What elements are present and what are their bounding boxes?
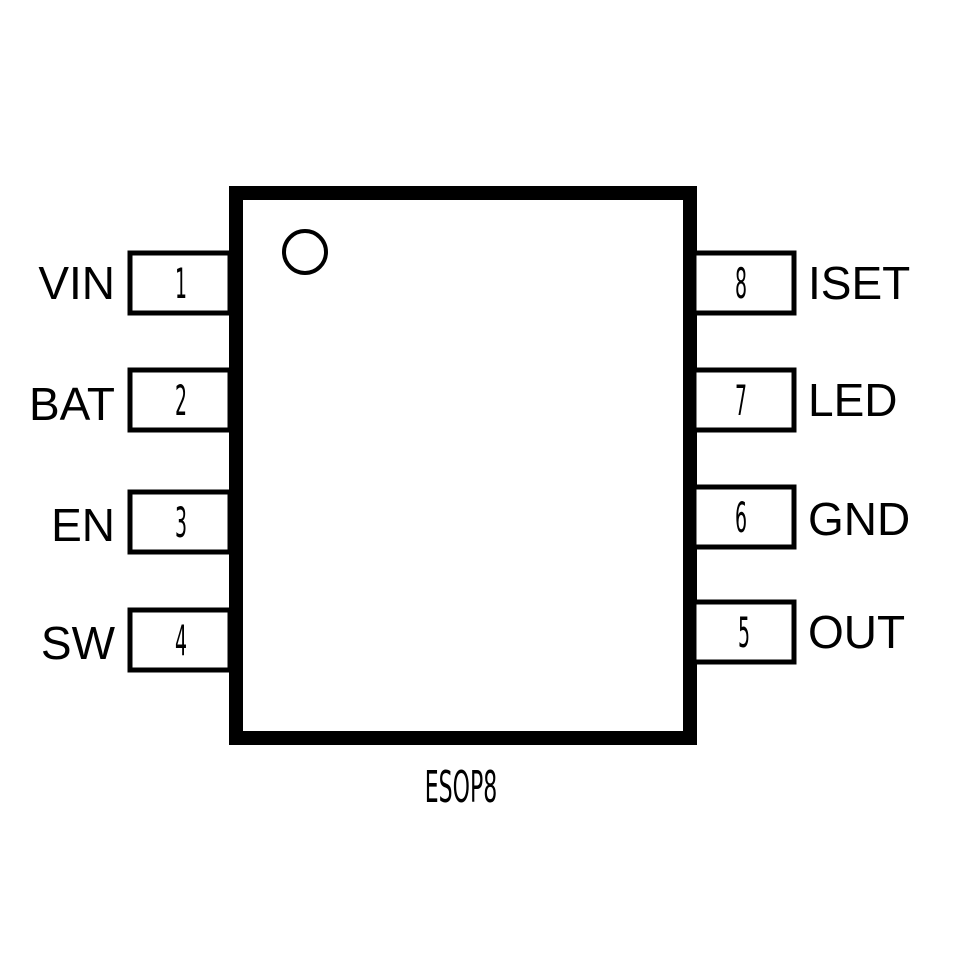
- pin-pad: [127, 250, 233, 316]
- pin-number: 8: [735, 259, 747, 308]
- pin-number: 1: [175, 259, 187, 308]
- package-name: ESOP8: [425, 763, 497, 814]
- left-pin-3: 3 EN: [51, 489, 233, 555]
- left-pin-2: 2 BAT: [29, 367, 233, 433]
- right-pin-6: 6 GND: [691, 484, 910, 550]
- pin-label: VIN: [38, 257, 115, 309]
- ic-body: [229, 186, 697, 745]
- pin-label: GND: [808, 493, 910, 545]
- pin-number: 6: [735, 493, 747, 542]
- pin-label: ISET: [808, 257, 910, 309]
- right-pin-8: 8 ISET: [691, 250, 910, 316]
- right-pin-7: 7 LED: [691, 367, 897, 433]
- left-pin-4: 4 SW: [41, 607, 233, 673]
- pin-pad: [127, 367, 233, 433]
- pin-number: 2: [175, 376, 187, 425]
- left-pin-1: 1 VIN: [38, 250, 233, 316]
- pin-number: 7: [735, 376, 747, 425]
- pin-label: EN: [51, 499, 115, 551]
- right-pin-5: 5 OUT: [691, 599, 905, 665]
- pin-label: SW: [41, 617, 116, 669]
- pin1-marker-icon: [282, 229, 328, 275]
- pin-pad: [691, 367, 797, 433]
- pin-label: OUT: [808, 606, 905, 658]
- pin-label: BAT: [29, 378, 115, 430]
- pin-label: LED: [808, 374, 897, 426]
- pin-pad: [127, 607, 233, 673]
- pin-pad: [691, 484, 797, 550]
- pin-number: 3: [175, 498, 187, 547]
- pin-number: 4: [175, 616, 187, 665]
- pin-number: 5: [738, 608, 750, 657]
- pin-pad: [127, 489, 233, 555]
- pin-pad: [691, 250, 797, 316]
- pin-pad: [691, 599, 797, 665]
